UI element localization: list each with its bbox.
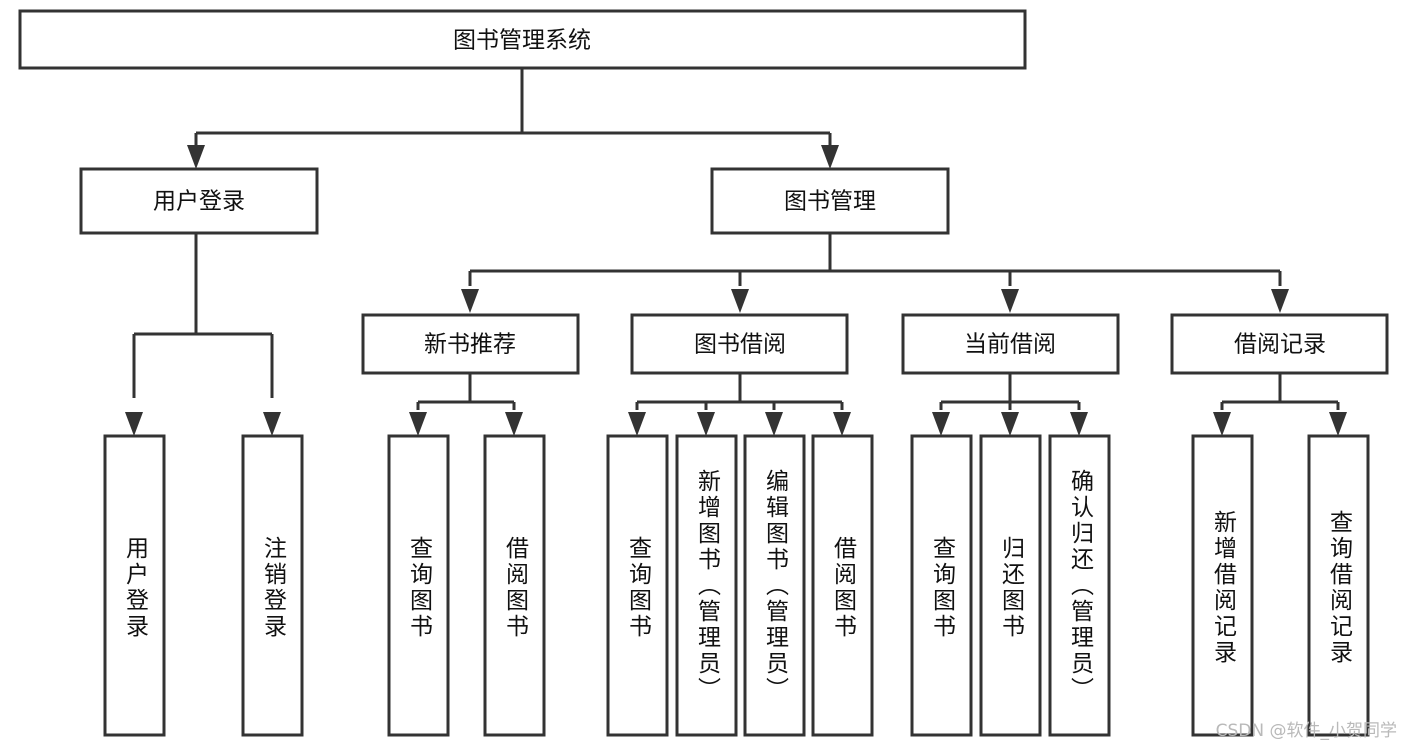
leaf-borrow-2-label: 新增图书（管理员）: [694, 469, 722, 703]
leaf-current-1-label: 查询图书: [929, 536, 957, 640]
leaf-user-login-2-box: [241, 434, 304, 737]
leaf-record-2-box: [1307, 434, 1370, 737]
leaf-user-login-1[interactable]: 用户登录: [103, 434, 166, 737]
leaf-user-login-2[interactable]: 注销登录: [241, 434, 304, 737]
leaf-borrow-4-label: 借阅图书: [830, 536, 858, 640]
leaf-new-book-1-box: [387, 434, 450, 737]
node-current-borrow-box: [901, 313, 1120, 375]
node-borrow-record-label: 借阅记录: [1234, 332, 1326, 358]
leaf-borrow-2[interactable]: 新增图书（管理员）: [675, 434, 738, 737]
node-book-borrow[interactable]: 图书借阅: [630, 313, 849, 375]
node-book-borrow-label: 图书借阅: [694, 332, 786, 358]
leaf-record-1[interactable]: 新增借阅记录: [1191, 434, 1254, 737]
arrow-bw-leaf-3: [765, 412, 783, 436]
leaf-current-1[interactable]: 查询图书: [910, 434, 973, 737]
leaf-borrow-1[interactable]: 查询图书: [606, 434, 669, 737]
arrow-bw-leaf-4: [833, 412, 851, 436]
leaf-current-2-box: [979, 434, 1042, 737]
node-borrow-record[interactable]: 借阅记录: [1170, 313, 1389, 375]
arrow-root-to-bookmgmt: [821, 145, 839, 169]
leaf-record-1-box: [1191, 434, 1254, 737]
leaf-borrow-3-box: [743, 434, 806, 737]
leaf-borrow-4[interactable]: 借阅图书: [811, 434, 874, 737]
arrow-login-leaf-1: [125, 412, 143, 436]
leaf-new-book-2-label: 借阅图书: [502, 536, 530, 640]
node-root[interactable]: 图书管理系统: [18, 9, 1027, 70]
node-book-management[interactable]: 图书管理: [710, 167, 950, 235]
leaf-borrow-2-box: [675, 434, 738, 737]
leaf-current-2-label: 归还图书: [998, 536, 1026, 640]
leaf-current-3-label: 确认归还（管理员）: [1067, 469, 1095, 703]
leaf-borrow-4-box: [811, 434, 874, 737]
node-book-borrow-box: [630, 313, 849, 375]
leaf-borrow-1-label: 查询图书: [625, 536, 653, 640]
arrow-login-leaf-2: [263, 412, 281, 436]
node-user-login-label: 用户登录: [153, 189, 245, 215]
node-current-borrow-label: 当前借阅: [964, 332, 1056, 358]
node-new-book-recommend-label: 新书推荐: [424, 332, 516, 358]
leaf-new-book-1-label: 查询图书: [406, 536, 434, 640]
arrow-cu-leaf-1: [932, 412, 950, 436]
leaf-user-login-1-label: 用户登录: [122, 536, 150, 640]
leaf-user-login-1-box: [103, 434, 166, 737]
node-user-login-box: [79, 167, 319, 235]
arrow-bm-c3: [1001, 289, 1019, 313]
arrow-cu-leaf-2: [1001, 412, 1019, 436]
leaf-record-2-label: 查询借阅记录: [1326, 510, 1354, 666]
node-new-book-recommend[interactable]: 新书推荐: [361, 313, 580, 375]
node-user-login[interactable]: 用户登录: [79, 167, 319, 235]
arrow-bw-leaf-1: [628, 412, 646, 436]
leaf-borrow-3[interactable]: 编辑图书（管理员）: [743, 434, 806, 737]
leaf-user-login-2-label: 注销登录: [260, 536, 288, 640]
node-new-book-recommend-box: [361, 313, 580, 375]
node-root-box: [18, 9, 1027, 70]
leaf-record-2[interactable]: 查询借阅记录: [1307, 434, 1370, 737]
arrow-bm-c2: [731, 289, 749, 313]
leaf-current-1-box: [910, 434, 973, 737]
leaf-current-3-box: [1048, 434, 1111, 737]
leaf-current-3[interactable]: 确认归还（管理员）: [1048, 434, 1111, 737]
arrow-nb-leaf-1: [409, 412, 427, 436]
leaf-record-1-label: 新增借阅记录: [1210, 510, 1238, 666]
arrow-rc-leaf-2: [1329, 412, 1347, 436]
arrow-bw-leaf-2: [697, 412, 715, 436]
node-book-management-label: 图书管理: [784, 189, 876, 215]
node-root-label: 图书管理系统: [453, 28, 591, 54]
arrow-root-to-login: [187, 145, 205, 169]
leaf-new-book-2-box: [483, 434, 546, 737]
node-borrow-record-box: [1170, 313, 1389, 375]
arrow-rc-leaf-1: [1213, 412, 1231, 436]
leaf-new-book-2[interactable]: 借阅图书: [483, 434, 546, 737]
edges-layer: [125, 68, 1347, 436]
node-current-borrow[interactable]: 当前借阅: [901, 313, 1120, 375]
leaf-borrow-1-box: [606, 434, 669, 737]
arrow-cu-leaf-3: [1070, 412, 1088, 436]
leaf-new-book-1[interactable]: 查询图书: [387, 434, 450, 737]
arrow-nb-leaf-2: [505, 412, 523, 436]
node-book-management-box: [710, 167, 950, 235]
leaf-current-2[interactable]: 归还图书: [979, 434, 1042, 737]
arrow-bm-c1: [461, 289, 479, 313]
leaf-borrow-3-label: 编辑图书（管理员）: [762, 469, 790, 703]
arrow-bm-c4: [1271, 289, 1289, 313]
